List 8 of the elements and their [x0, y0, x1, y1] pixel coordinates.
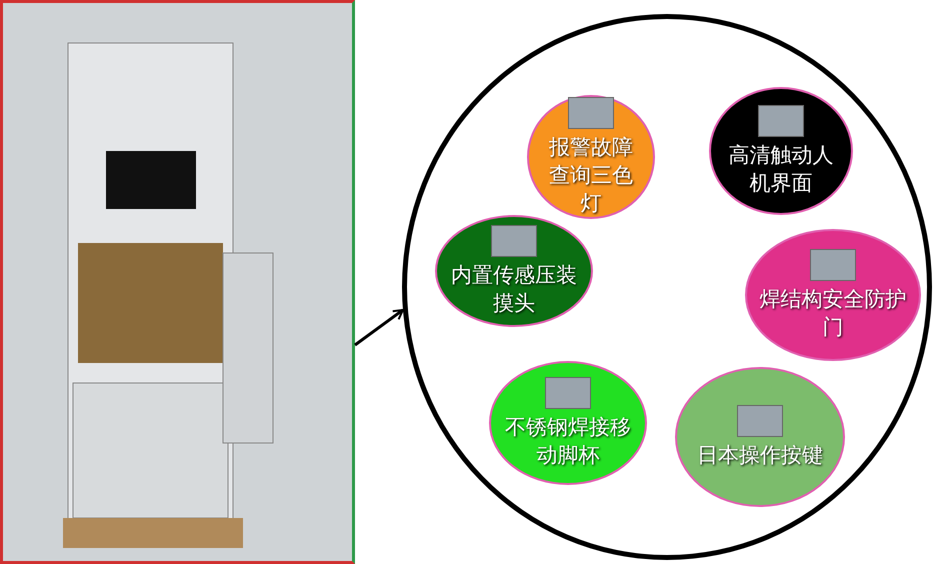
feature-label: 日本操作按键 — [696, 442, 824, 469]
feature-label: 报警故障查询三色灯 — [548, 134, 634, 217]
arrow — [354, 308, 404, 346]
machine-photo — [0, 0, 355, 564]
feature-label: 焊结构安全防护门 — [758, 286, 908, 341]
feature-label: 不锈钢焊接移动脚杯 — [504, 414, 632, 469]
feature-label: 高清触动人机界面 — [728, 142, 834, 197]
feature-label: 内置传感压装摸头 — [450, 262, 578, 317]
